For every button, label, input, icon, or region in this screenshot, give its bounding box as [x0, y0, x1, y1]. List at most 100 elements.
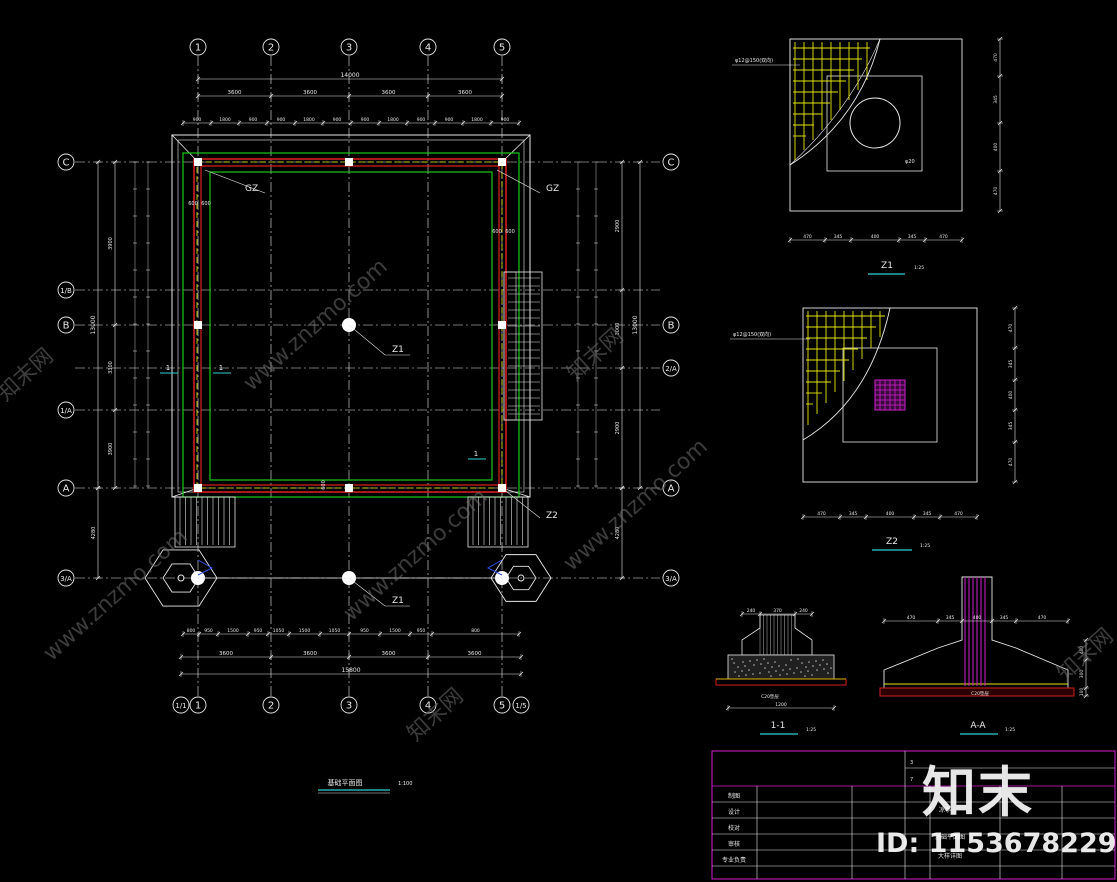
dim-right-bays-label: 2900	[615, 422, 621, 435]
dim-bot-bays-label: 3600	[303, 651, 317, 657]
z1-dim-h-label: 345	[908, 234, 917, 240]
sec11-aggregate	[737, 666, 739, 668]
title-block-role-label: 制图	[728, 792, 740, 800]
structural-column	[345, 158, 353, 166]
axis-bubble-4	[419, 38, 437, 56]
dim-bot-segments-label: 1500	[389, 628, 401, 634]
axis-bubble-A	[57, 479, 75, 497]
section-mark-blue	[486, 559, 503, 576]
stair-bottom	[467, 496, 529, 548]
sec11-aggregate	[830, 667, 832, 669]
title-block-role-label: 校对	[728, 824, 740, 832]
axis-bubble-label: 5	[499, 43, 505, 54]
secaa-dim-v-label: 300	[1079, 670, 1085, 679]
z2-dim-v-label: 345	[1008, 422, 1014, 431]
z2-dim-h-label: 470	[817, 511, 826, 517]
secaa-scale: 1:25	[1005, 727, 1015, 733]
axis-bubble-1/1	[172, 696, 190, 714]
sec11-aggregate	[805, 666, 807, 668]
axis-bubble-label: C	[63, 158, 70, 169]
sec11-aggregate	[760, 663, 762, 665]
z2-dim-v-label: 345	[1008, 360, 1014, 369]
z1-column-note: φ20	[905, 159, 915, 165]
dim-top-bays-label: 3600	[458, 90, 472, 96]
axis-bubble-1/5	[512, 696, 530, 714]
sec11-outline	[741, 614, 813, 656]
z1-dim-v-label: 345	[993, 95, 999, 104]
axis-bubble-3	[340, 696, 358, 714]
z2-break-line	[802, 307, 891, 441]
sec11-aggregate	[801, 662, 803, 664]
axis-bubble-label: 1/B	[60, 287, 72, 295]
watermark-logo: 知末	[922, 761, 1034, 824]
title-block-no: 7	[910, 777, 913, 783]
hex-center	[177, 574, 185, 582]
axis-bubble-label: 2	[268, 701, 274, 712]
sec11-dim-top-label: 240	[747, 608, 756, 614]
axis-bubble-1/A	[57, 401, 75, 419]
z1-cut-zone	[789, 38, 881, 166]
axis-bubble-3	[340, 38, 358, 56]
dim-right-bottom-label: 4280	[615, 527, 621, 540]
dim-top-bays-label: 3600	[382, 90, 396, 96]
secaa-outline	[883, 576, 1069, 689]
z2-rebar-note: φ12@150(双向)	[733, 331, 771, 338]
dim-small: 600	[505, 229, 515, 235]
z2-dim-h-label: 345	[849, 511, 858, 517]
z2-dim-h-label: 400	[886, 511, 895, 517]
z2-dim-v-label: 400	[1008, 391, 1014, 400]
sec11-aggregate	[731, 658, 733, 660]
dim-bot-overall-label: 15800	[341, 667, 360, 674]
dim-top-segments-label: 900	[361, 117, 370, 123]
strip-footing-outer	[182, 152, 520, 498]
dim-top-segments-label: 1800	[387, 117, 399, 123]
structural-column	[194, 484, 202, 492]
dim-small: 600	[201, 201, 211, 207]
strip-footing-inner	[209, 171, 493, 481]
z1-title: Z1	[881, 261, 893, 271]
sec11-aggregate	[779, 674, 781, 676]
z1-column	[849, 97, 901, 149]
secaa-dim-top-label: 400	[973, 615, 982, 621]
z2-footing-step	[842, 347, 938, 443]
axis-bubble-2	[262, 696, 280, 714]
plan-scale: 1:100	[398, 781, 412, 787]
axis-bubble-label: 1	[195, 43, 201, 54]
dim-bot-bays-label: 3600	[219, 651, 233, 657]
secaa-dim-v-label: 100	[1079, 688, 1085, 697]
sec11-aggregate	[771, 666, 773, 668]
sec11-aggregate	[753, 664, 755, 666]
hex-pavilion-left	[144, 549, 218, 607]
sec11-aggregate	[796, 667, 798, 669]
watermark-id: ID: 1153678229	[876, 828, 1117, 859]
dim-bot-segments-label: 1050	[273, 628, 285, 634]
axis-bubble-label: 5	[499, 701, 505, 712]
label-z2: Z2	[546, 511, 558, 521]
dim-bot-segments-label: 800	[471, 628, 480, 634]
axis-bubble-C	[662, 153, 680, 171]
axis-bubble-2/A	[662, 359, 680, 377]
leader-gz	[204, 169, 266, 194]
dim-top-bays-label: 3600	[228, 90, 242, 96]
dim-bot-segments-label: 950	[204, 628, 213, 634]
axis-bubble-label: 3	[346, 701, 352, 712]
axis-bubble-1	[189, 696, 207, 714]
axis-bubble-B	[57, 316, 75, 334]
dim-small: 600	[188, 201, 198, 207]
sec11-aggregate	[826, 663, 828, 665]
axis-bubble-label: C	[668, 158, 675, 169]
dim-top-segments-label: 1800	[471, 117, 483, 123]
sec11-aggregate	[819, 664, 821, 666]
dim-top-overall-label: 14000	[340, 72, 359, 79]
leader-z1	[348, 324, 386, 356]
plan-title: 基础平面图	[328, 778, 363, 787]
watermark-site-cn: 知末网	[563, 324, 629, 387]
title-block-drawing: 大样详图	[938, 852, 962, 860]
structural-column	[194, 321, 202, 329]
axis-bubble-label: 1/1	[175, 702, 186, 710]
title-block-role-label: 设计	[728, 808, 740, 816]
sec11-scale: 1:25	[806, 727, 816, 733]
axis-bubble-label: 3/A	[60, 575, 72, 583]
title-block-drawing: 基础平面图	[935, 833, 965, 841]
sec11-aggregate	[774, 661, 776, 663]
